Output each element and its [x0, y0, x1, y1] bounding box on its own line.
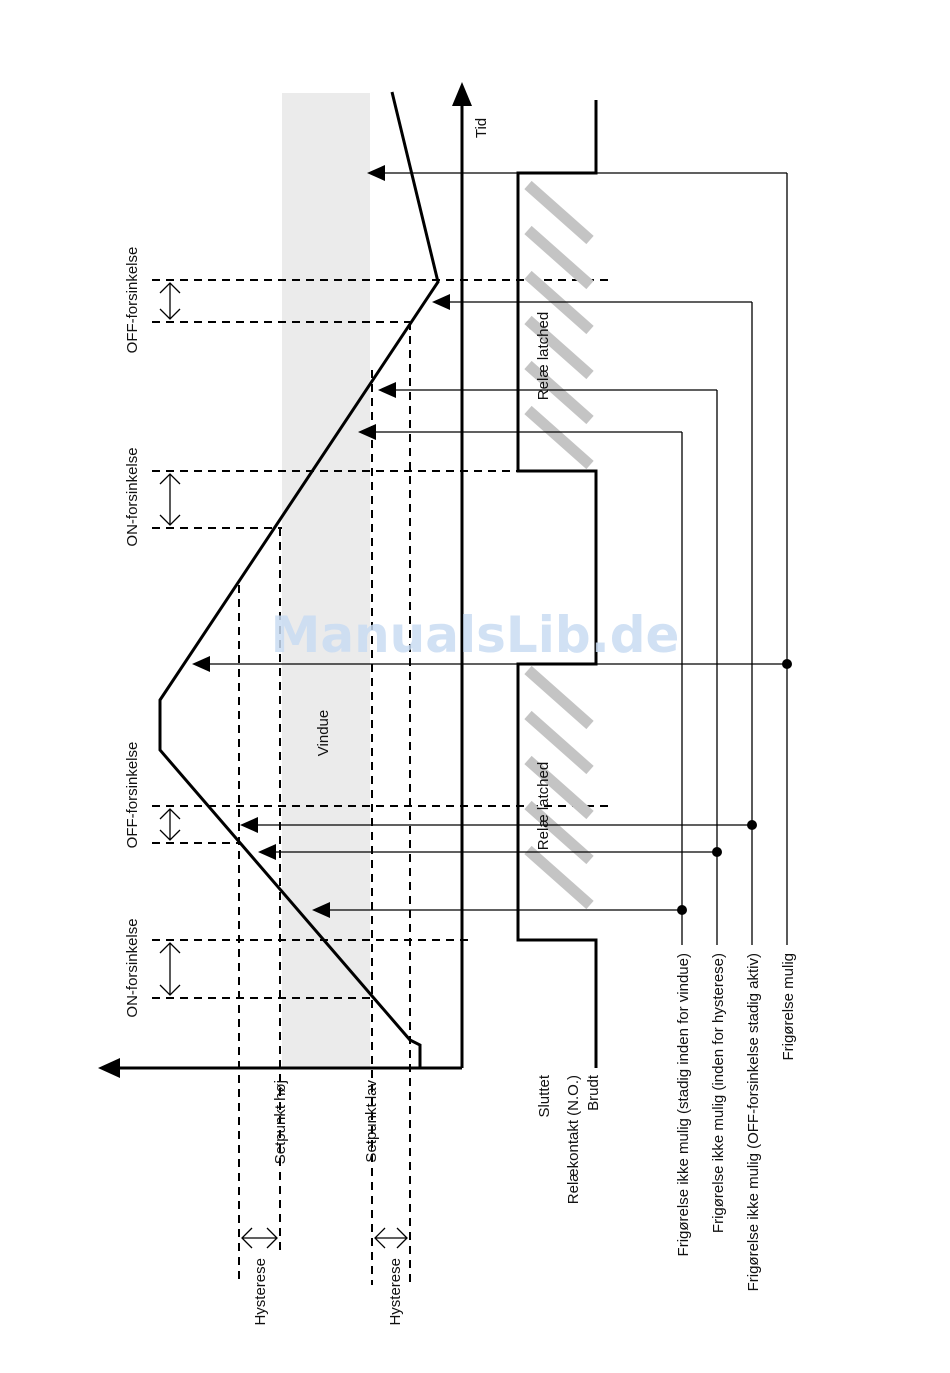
setpoint-low-label: Setpunkt lav	[363, 1080, 380, 1163]
time-axis-label: Tid	[473, 118, 490, 138]
relay-latched-label-1: Relæ latched	[535, 762, 552, 850]
relay-open-label: Brudt	[585, 1074, 602, 1111]
on-delay-label-2: ON-forsinkelse	[124, 447, 141, 546]
relay-contact-label: Relækontakt (N.O.)	[565, 1075, 582, 1204]
window-label: Vindue	[315, 710, 332, 756]
release-possible-label: Frigørelse mulig	[780, 953, 797, 1061]
setpoint-hysteresis-lines	[238, 322, 411, 1285]
release-not-possible-off-delay-label: Frigørelse ikke mulig (OFF-forsinkelse s…	[745, 953, 762, 1291]
relay-latched-label-2: Relæ latched	[535, 312, 552, 400]
hysteresis-label-2: Hysterese	[387, 1258, 404, 1326]
relay-latched-hatching	[524, 180, 594, 910]
watermark: ManualsLib.de	[271, 606, 680, 664]
on-delay-label-1: ON-forsinkelse	[124, 918, 141, 1017]
hysteresis-double-arrows	[241, 1227, 408, 1249]
window-band	[282, 93, 370, 1068]
off-delay-label-2: OFF-forsinkelse	[124, 247, 141, 354]
off-delay-label-1: OFF-forsinkelse	[124, 742, 141, 849]
release-not-possible-window-label: Frigørelse ikke mulig (stadig inden for …	[675, 953, 692, 1256]
relay-contact-trace	[516, 100, 598, 1068]
hysteresis-label-1: Hysterese	[252, 1258, 269, 1326]
relay-closed-label: Sluttet	[536, 1074, 553, 1117]
setpoint-high-label: Setpunkt høj	[272, 1080, 289, 1164]
release-not-possible-hysteresis-label: Frigørelse ikke mulig (inden for hystere…	[710, 953, 727, 1233]
delay-double-arrows	[159, 282, 181, 996]
measurement-curve	[158, 91, 440, 1068]
release-arrows	[192, 165, 792, 945]
axes	[98, 82, 472, 1078]
